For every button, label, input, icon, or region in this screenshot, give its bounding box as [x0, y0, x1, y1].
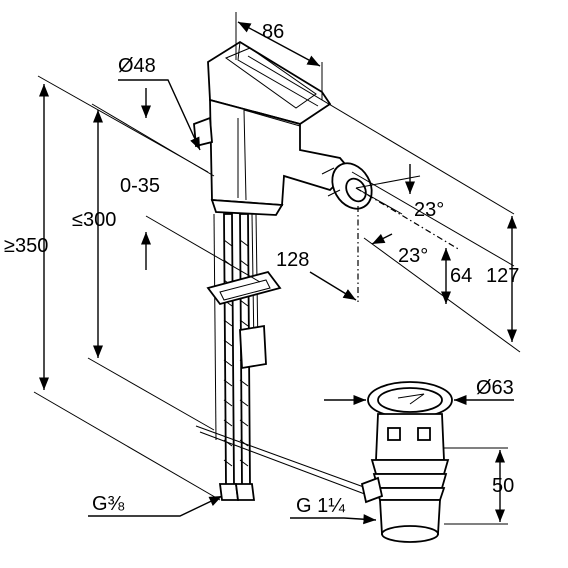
- dim-spout-height: 64: [450, 265, 473, 287]
- faucet-body: [193, 40, 373, 216]
- dim-max-height: ≥350: [4, 235, 49, 257]
- dimension-lines: [33, 12, 521, 525]
- dim-drain-diameter: Ø63: [476, 377, 514, 399]
- dim-body-diameter: Ø48: [118, 55, 156, 77]
- dim-hose-thread: G⅜: [92, 493, 125, 515]
- dim-angle-upper: 23°: [414, 199, 445, 221]
- supply-hoses: [195, 213, 373, 501]
- dim-drain-thread: G 1¼: [296, 495, 345, 517]
- drain-assembly: [360, 381, 453, 543]
- dim-reach: 128: [276, 249, 310, 271]
- dim-top-width: 86: [262, 21, 285, 43]
- dim-lift-range: 0-35: [120, 175, 161, 197]
- dim-hose-length: ≤300: [72, 209, 117, 231]
- dim-drain-height: 50: [492, 475, 515, 497]
- dim-angle-lower: 23°: [398, 245, 429, 267]
- dim-total-height: 127: [486, 265, 520, 287]
